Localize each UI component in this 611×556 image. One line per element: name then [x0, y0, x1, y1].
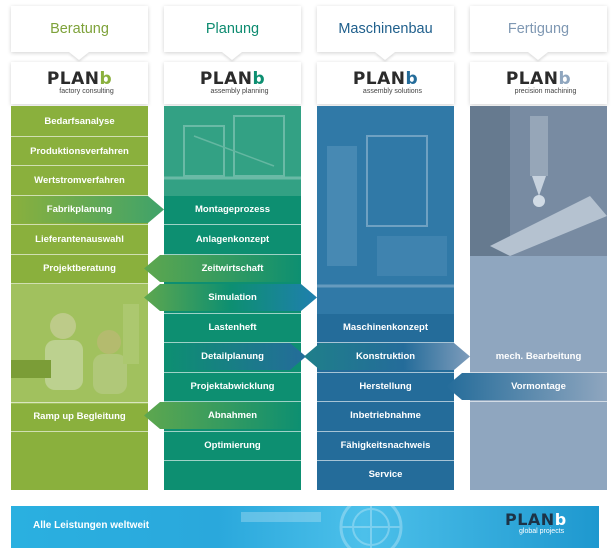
- divider: [164, 431, 301, 432]
- divider: [164, 254, 301, 255]
- logo-subtitle: precision machining: [514, 87, 577, 95]
- logo-global-projects: PLANb global projects: [505, 510, 567, 536]
- item-optimierung[interactable]: Optimierung: [204, 440, 261, 451]
- divider: [164, 342, 301, 343]
- item-montageprozess[interactable]: Montageprozess: [195, 204, 270, 215]
- logo-subtitle: assembly solutions: [362, 87, 423, 95]
- item-wertstromverfahren[interactable]: Wertstromverfahren: [34, 175, 125, 186]
- divider: [11, 283, 148, 284]
- divider: [317, 401, 454, 402]
- factory-photo: [164, 106, 301, 196]
- logo-subtitle: factory consulting: [59, 87, 114, 95]
- logo-subtitle: global projects: [519, 528, 565, 535]
- item-detailplanung[interactable]: Detailplanung: [201, 351, 264, 362]
- footer-banner[interactable]: Alle Leistungen weltweit PLANb global pr…: [11, 506, 599, 548]
- item-abnahmen[interactable]: Abnahmen: [207, 410, 258, 421]
- tab-fertigung[interactable]: Fertigung: [470, 6, 607, 52]
- item-mech-bearbeitung[interactable]: mech. Bearbeitung: [495, 351, 582, 362]
- divider: [317, 372, 454, 373]
- tab-beratung-label: Beratung: [50, 21, 109, 37]
- item-zeitwirtschaft[interactable]: Zeitwirtschaft: [201, 263, 264, 274]
- panel-beratung: Bedarfsanalyse Produktionsverfahren Wert…: [11, 106, 148, 490]
- item-projektberatung[interactable]: Projektberatung: [43, 263, 116, 274]
- divider: [164, 401, 301, 402]
- divider: [164, 460, 301, 461]
- item-faehigkeitsnachweis[interactable]: Fähigkeitsnachweis: [340, 440, 431, 451]
- divider: [11, 402, 148, 403]
- panel-maschinenbau: Maschinenkonzept Herstellung Inbetriebna…: [317, 106, 454, 490]
- machining-photo: [470, 106, 607, 256]
- item-service[interactable]: Service: [368, 469, 403, 480]
- machine-photo: [317, 106, 454, 314]
- divider: [11, 224, 148, 225]
- item-maschinenkonzept[interactable]: Maschinenkonzept: [343, 322, 428, 333]
- divider: [164, 313, 301, 314]
- item-lastenheft[interactable]: Lastenheft: [208, 322, 257, 333]
- logo-assembly-solutions: PLANb assembly solutions: [317, 62, 454, 104]
- item-herstellung[interactable]: Herstellung: [359, 381, 412, 392]
- item-konstruktion[interactable]: Konstruktion: [355, 351, 416, 362]
- tab-planung[interactable]: Planung: [164, 6, 301, 52]
- item-produktionsverfahren[interactable]: Produktionsverfahren: [30, 146, 129, 157]
- divider: [164, 372, 301, 373]
- item-fabrikplanung[interactable]: Fabrikplanung: [46, 204, 113, 215]
- item-vormontage[interactable]: Vormontage: [511, 381, 566, 392]
- divider: [11, 431, 148, 432]
- item-lieferantenauswahl[interactable]: Lieferantenauswahl: [35, 234, 124, 245]
- turbine-icon: [241, 506, 403, 548]
- item-ramp-up-begleitung[interactable]: Ramp up Begleitung: [33, 411, 126, 422]
- item-anlagenkonzept[interactable]: Anlagenkonzept: [195, 234, 270, 245]
- divider: [11, 195, 148, 196]
- logo-precision-machining: PLANb precision machining: [470, 62, 607, 104]
- tab-planung-label: Planung: [205, 21, 260, 37]
- divider: [470, 372, 607, 373]
- divider: [317, 460, 454, 461]
- divider: [164, 224, 301, 225]
- meeting-photo: [11, 284, 148, 404]
- logo-factory-consulting: PLANb factory consulting: [11, 62, 148, 104]
- item-inbetriebnahme[interactable]: Inbetriebnahme: [350, 410, 421, 421]
- footer-text: Alle Leistungen weltweit: [33, 520, 150, 531]
- panel-fertigung: [470, 106, 607, 490]
- logo-subtitle: assembly planning: [210, 87, 269, 95]
- tab-beratung[interactable]: Beratung: [11, 6, 148, 52]
- logo-assembly-planning: PLANb assembly planning: [164, 62, 301, 104]
- tab-fertigung-label: Fertigung: [507, 21, 570, 37]
- item-bedarfsanalyse[interactable]: Bedarfsanalyse: [44, 116, 115, 127]
- divider: [11, 136, 148, 137]
- tab-maschinenbau-label: Maschinenbau: [338, 21, 433, 37]
- divider: [11, 254, 148, 255]
- item-projektabwicklung[interactable]: Projektabwicklung: [190, 381, 275, 392]
- tab-maschinenbau[interactable]: Maschinenbau: [317, 6, 454, 52]
- divider: [470, 401, 607, 402]
- divider: [11, 165, 148, 166]
- divider: [317, 342, 454, 343]
- item-simulation[interactable]: Simulation: [208, 292, 257, 303]
- divider: [317, 431, 454, 432]
